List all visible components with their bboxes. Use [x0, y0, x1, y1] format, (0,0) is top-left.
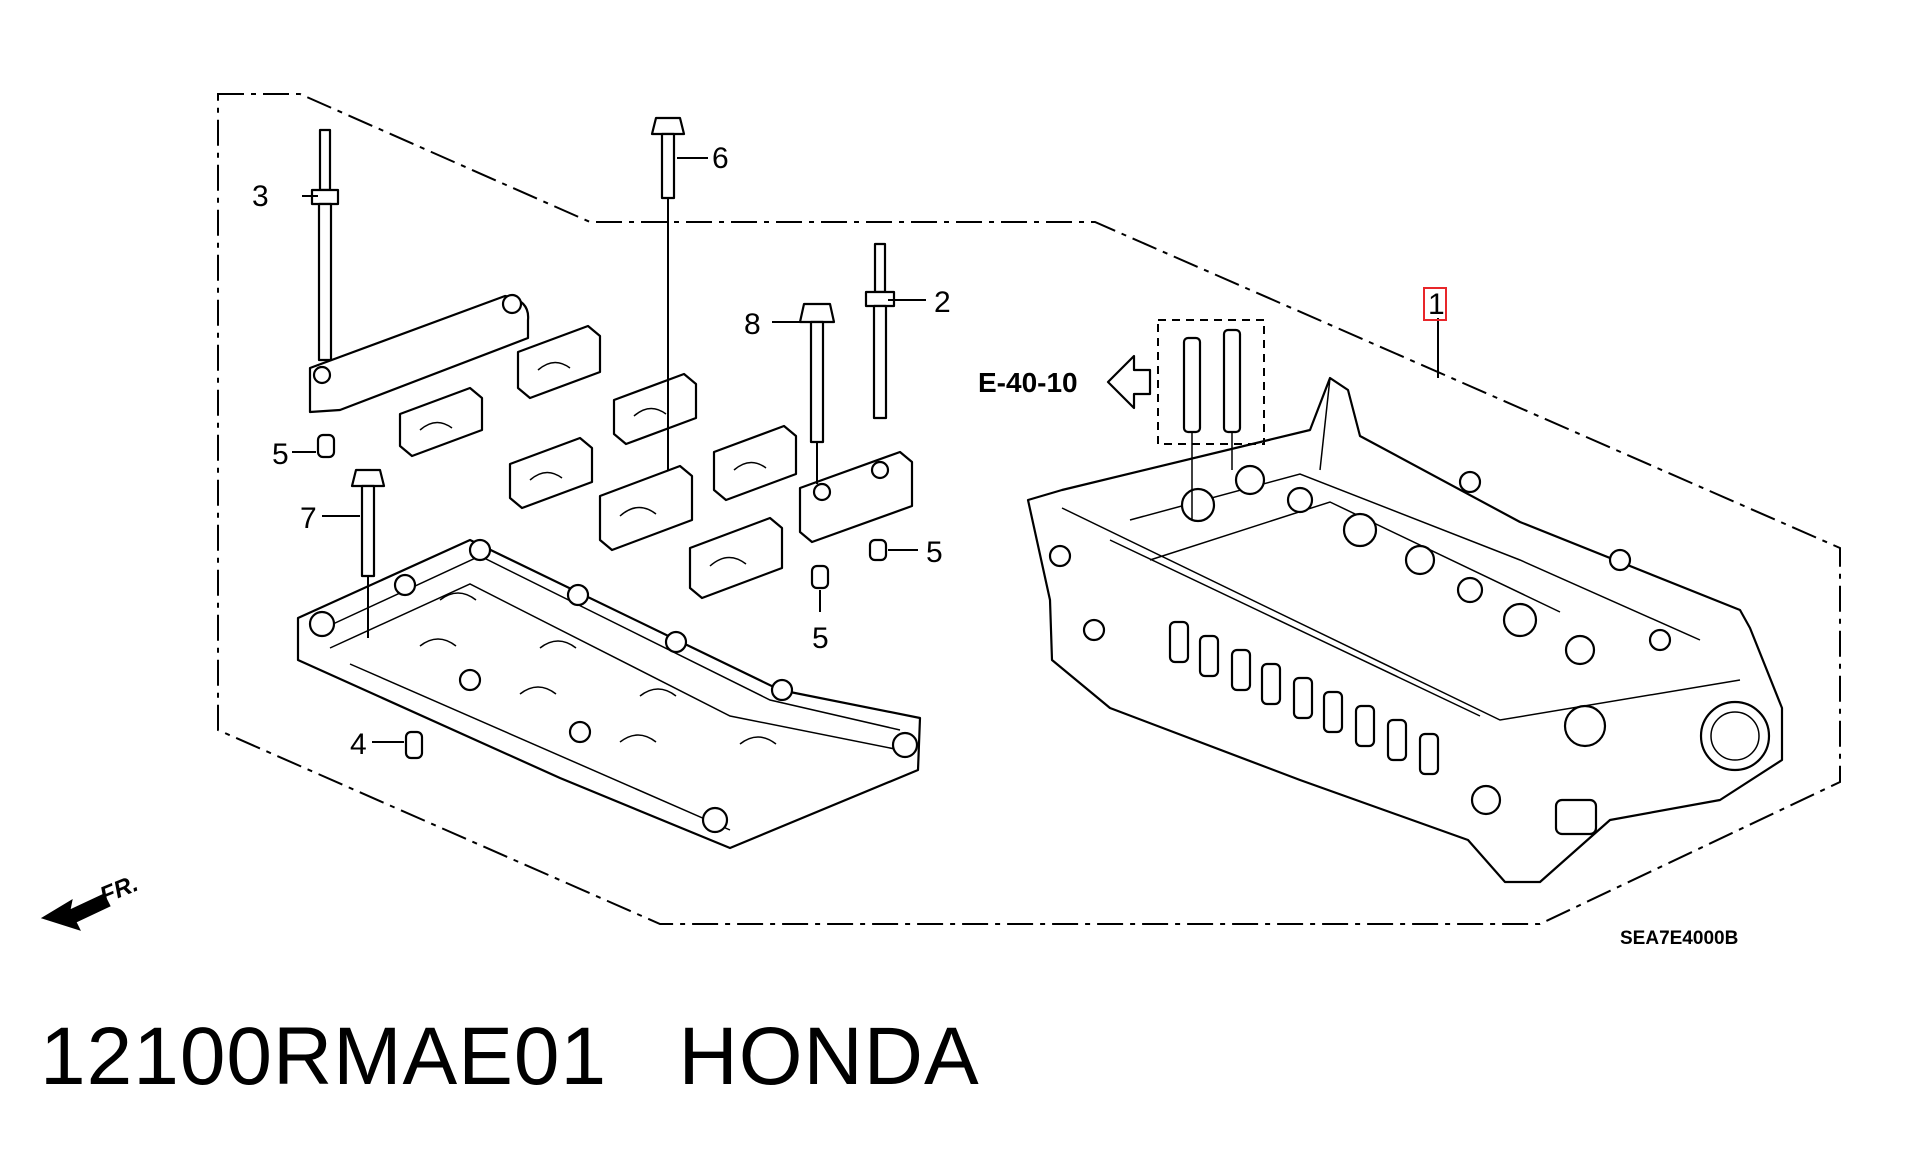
cylinder-head	[1026, 376, 1784, 884]
callout-5-right: 5	[926, 536, 943, 569]
callout-5-left: 5	[272, 438, 289, 471]
part-caption: 12100RMAE01 HONDA	[40, 1010, 980, 1104]
front-label: FR.	[96, 870, 142, 910]
bolt-7	[350, 468, 386, 638]
camshaft-caps	[308, 293, 914, 600]
callout-5-bottom: 5	[812, 622, 829, 655]
part-number: 12100RMAE01	[40, 1011, 608, 1102]
leader-lines	[292, 157, 1439, 743]
callout-1: 1	[1428, 288, 1445, 321]
stud-bolt-2	[864, 242, 896, 420]
callout-3: 3	[252, 180, 269, 213]
assembly-boundary	[217, 93, 1841, 925]
bolt-8	[798, 302, 836, 484]
dowel-pins	[316, 433, 888, 760]
brand-name: HONDA	[678, 1011, 980, 1102]
callout-8: 8	[744, 308, 761, 341]
callout-6: 6	[712, 142, 729, 175]
camshaft-holder	[296, 538, 922, 850]
callout-1-highlight	[1423, 287, 1447, 321]
diagram-code: SEA7E4000B	[1620, 928, 1738, 949]
stud-bolt-3	[310, 128, 340, 362]
callout-4: 4	[350, 728, 367, 761]
front-direction-arrow-icon	[40, 893, 111, 931]
bolt-6	[650, 116, 686, 470]
reference-arrow-icon	[1106, 354, 1152, 410]
reference-label: E-40-10	[978, 367, 1078, 398]
valve-guides	[1157, 319, 1265, 520]
callout-2: 2	[934, 286, 951, 319]
callout-7: 7	[300, 502, 317, 535]
